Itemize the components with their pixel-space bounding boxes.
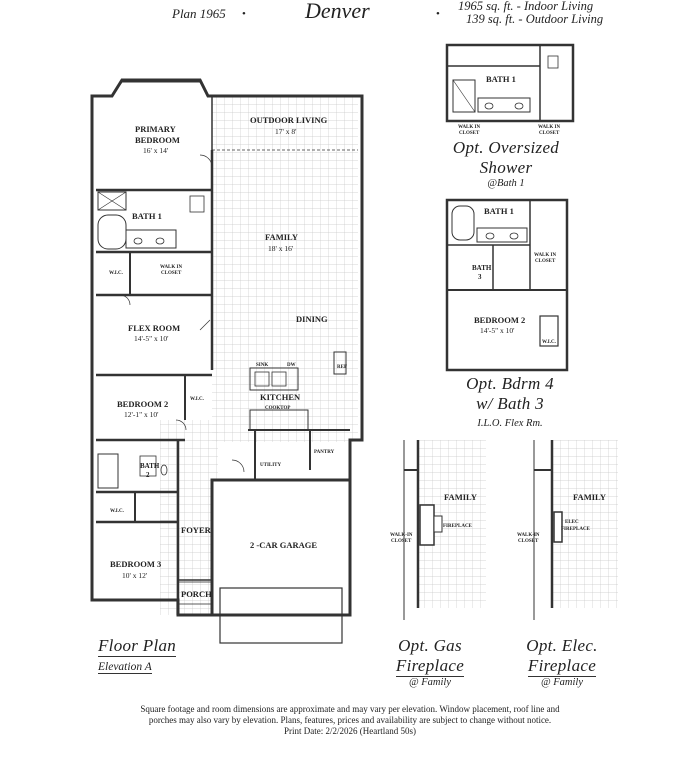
opt-bdrm4-caption: Opt. Bdrm 4 w/ Bath 3 I.L.O. Flex Rm. <box>440 374 580 429</box>
label-bath-1: BATH 1 <box>484 206 514 216</box>
label-wic: W.I.C. <box>110 509 125 514</box>
disclaimer-line: Square footage and room dimensions are a… <box>140 704 560 714</box>
label-bedroom-3-dim: 10' x 12' <box>122 571 148 580</box>
label-walk-in-closet: CLOSET <box>391 539 412 544</box>
label-walk-in-closet: WALK-IN <box>517 533 540 538</box>
opt-bdrm4-sub: I.L.O. Flex Rm. <box>477 418 543 429</box>
label-ref: REF <box>337 365 347 370</box>
opt-shower-caption: Opt. Oversized Shower @Bath 1 <box>443 138 569 189</box>
label-walk-in-closet: CLOSET <box>161 271 182 276</box>
label-family: FAMILY <box>444 492 477 502</box>
label-primary-bedroom-dim: 16' x 14' <box>143 146 169 155</box>
label-walk-in-closet: CLOSET <box>518 539 539 544</box>
label-walk-in-closet: CLOSET <box>459 131 480 136</box>
label-kitchen: KITCHEN <box>260 392 301 402</box>
indoor-sqft: 1965 sq. ft. - Indoor Living <box>458 0 594 13</box>
opt-gas-labels: FAMILY FIREPLACE WALK-IN CLOSET <box>390 492 477 544</box>
label-walk-in-closet: WALK IN <box>160 265 182 270</box>
label-family-dim: 18' x 16' <box>268 244 294 253</box>
main-plan-labels: OUTDOOR LIVING 17' x 8' PRIMARY BEDROOM … <box>109 115 347 599</box>
opt-shower-title: Opt. Oversized <box>452 138 560 157</box>
label-garage: 2 -CAR GARAGE <box>250 540 317 550</box>
label-bedroom-2-dim: 12'-1" x 10' <box>124 410 159 419</box>
label-walk-in-closet: WALK IN <box>538 125 560 130</box>
label-flex-room: FLEX ROOM <box>128 323 180 333</box>
floor-plan-title: Floor Plan <box>98 636 177 657</box>
opt-gas-title: Opt. Gas <box>398 636 462 655</box>
label-outdoor-living-dim: 17' x 8' <box>275 127 297 136</box>
opt-bdrm4-plan <box>445 198 569 372</box>
opt-shower-title: Shower <box>479 158 533 177</box>
label-porch: PORCH <box>181 589 212 599</box>
plan-number: Plan 1965 <box>172 6 226 21</box>
label-elec: ELEC <box>565 520 579 525</box>
opt-elec-title: Fireplace <box>527 656 597 677</box>
opt-elec-labels: FAMILY ELEC FIREPLACE WALK-IN CLOSET <box>517 492 606 544</box>
label-wic: W.I.C. <box>109 271 124 276</box>
plan-name: Denver <box>305 0 370 23</box>
disclaimer: Square footage and room dimensions are a… <box>100 704 600 737</box>
label-walk-in-closet: CLOSET <box>535 259 556 264</box>
opt-bdrm4-labels: BATH 1 BATH 3 WALK IN CLOSET BEDROOM 2 1… <box>472 206 557 345</box>
label-bedroom-2: BEDROOM 2 <box>474 315 525 325</box>
label-bath-1: BATH 1 <box>132 211 162 221</box>
header-bullet: • <box>436 8 440 20</box>
label-walk-in-closet: CLOSET <box>539 131 560 136</box>
opt-shower-plan <box>445 43 575 123</box>
label-flex-room-dim: 14'-5" x 10' <box>134 334 169 343</box>
elevation-label: Elevation A <box>98 661 152 674</box>
square-footage: 1965 sq. ft. - Indoor Living 139 sq. ft.… <box>458 0 603 26</box>
label-sink: SINK <box>256 363 268 368</box>
label-primary-bedroom: PRIMARY <box>135 124 176 134</box>
label-bedroom-3: BEDROOM 3 <box>110 559 161 569</box>
label-bath-1: BATH 1 <box>486 74 516 84</box>
label-dw: DW <box>287 363 296 368</box>
opt-elec-fireplace-plan <box>533 440 618 620</box>
label-bedroom-2: BEDROOM 2 <box>117 399 168 409</box>
main-floor-plan <box>90 78 364 644</box>
opt-gas-caption: Opt. Gas Fireplace @ Family <box>382 636 478 688</box>
opt-gas-title: Fireplace <box>395 656 465 677</box>
label-fireplace: FIREPLACE <box>443 524 473 529</box>
label-dining: DINING <box>296 314 328 324</box>
opt-elec-sub: @ Family <box>540 677 584 688</box>
label-wic: W.I.C. <box>542 340 557 345</box>
label-bedroom-2-dim: 14'-5" x 10' <box>480 326 515 335</box>
disclaimer-line: porches may also vary by elevation. Plan… <box>148 715 552 725</box>
label-walk-in-closet: WALK IN <box>458 125 480 130</box>
label-family: FAMILY <box>265 232 298 242</box>
label-outdoor-living: OUTDOOR LIVING <box>250 115 328 125</box>
label-bath-2: 2 <box>146 471 150 479</box>
opt-bdrm4-title: w/ Bath 3 <box>476 394 544 413</box>
label-family: FAMILY <box>573 492 606 502</box>
label-walk-in-closet: WALK-IN <box>390 533 413 538</box>
label-pantry: PANTRY <box>314 450 335 455</box>
opt-elec-caption: Opt. Elec. Fireplace @ Family <box>514 636 610 688</box>
outdoor-sqft: 139 sq. ft. - Outdoor Living <box>466 12 604 26</box>
opt-shower-sub: @Bath 1 <box>487 178 525 189</box>
print-date: Print Date: 2/2/2026 (Heartland 50s) <box>284 726 416 736</box>
label-cooktop: COOKTOP <box>265 406 290 411</box>
opt-elec-title: Opt. Elec. <box>526 636 598 655</box>
opt-gas-sub: @ Family <box>408 677 452 688</box>
opt-gas-fireplace-plan <box>403 440 486 620</box>
label-fireplace: FIREPLACE <box>561 527 591 532</box>
header-bullet: • <box>242 8 246 20</box>
label-walk-in-closet: WALK IN <box>534 253 556 258</box>
floor-plan-caption: Floor Plan Elevation A <box>98 636 177 675</box>
label-bath-3: BATH <box>472 264 492 272</box>
label-primary-bedroom: BEDROOM <box>135 135 180 145</box>
label-wic: W.I.C. <box>190 397 205 402</box>
label-foyer: FOYER <box>181 525 212 535</box>
label-bath-2: BATH <box>140 462 160 470</box>
opt-shower-labels: BATH 1 WALK IN CLOSET WALK IN CLOSET <box>458 74 560 136</box>
label-utility: UTILITY <box>260 463 282 468</box>
opt-bdrm4-title: Opt. Bdrm 4 <box>466 374 554 393</box>
label-bath-3: 3 <box>478 273 482 281</box>
